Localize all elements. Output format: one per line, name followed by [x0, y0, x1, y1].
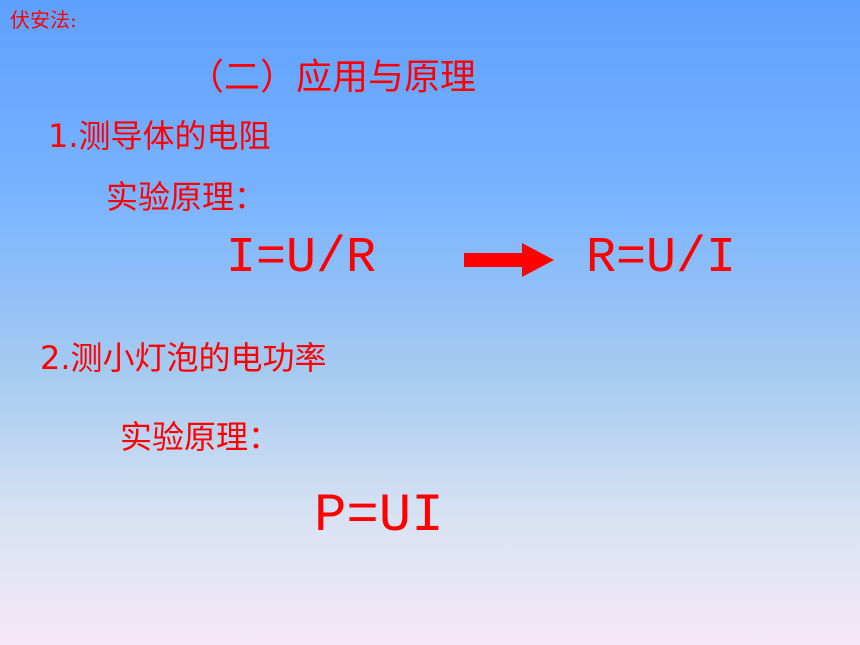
formula-power: P=UI — [314, 486, 444, 547]
formula-resistance: R=U/I — [586, 230, 737, 287]
corner-label: 伏安法: — [10, 8, 77, 32]
item-1-principle-label: 实验原理： — [106, 178, 267, 216]
section-title: （二）应用与原理 — [188, 57, 477, 98]
item-2-principle-label: 实验原理： — [120, 418, 281, 456]
item-1-heading: 1.测导体的电阻 — [48, 117, 271, 155]
right-arrow-icon — [464, 243, 554, 277]
formula-ohms-law: I=U/R — [226, 230, 377, 287]
item-2-heading: 2.测小灯泡的电功率 — [40, 339, 327, 377]
